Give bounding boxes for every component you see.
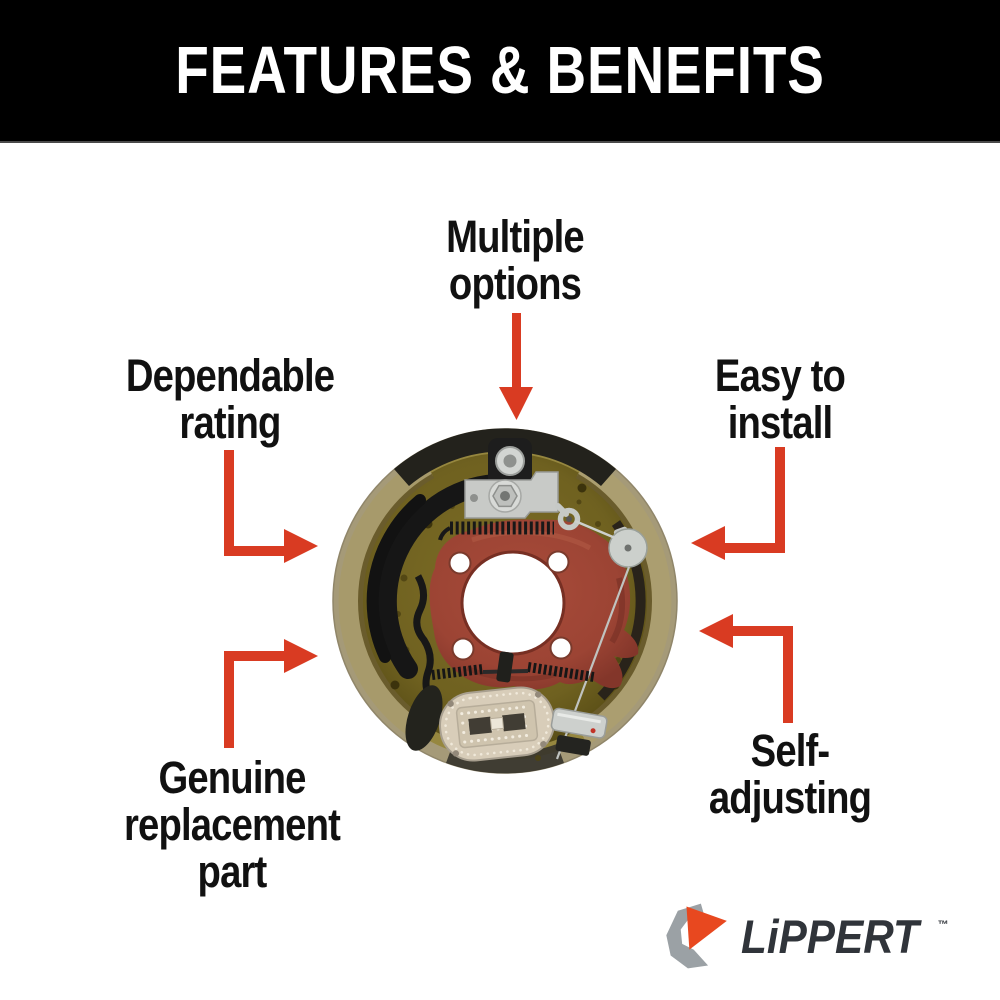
callout-line: Dependable	[125, 350, 335, 401]
arrow-elbow-easy-to-install-icon	[691, 447, 785, 560]
lippert-logo: LiPPERT ™	[662, 901, 949, 971]
callout-self-adjusting: Self- adjusting	[663, 727, 918, 821]
brake-shoe-right	[577, 457, 672, 745]
callout-line: Genuine	[158, 752, 306, 803]
callout-genuine-replacement-part: Genuine replacement part	[105, 754, 360, 895]
lippert-mark-icon	[666, 903, 727, 969]
magnet-arm	[550, 707, 608, 756]
brake-wiring	[413, 574, 437, 705]
adjuster-cable	[574, 519, 621, 542]
brake-magnet	[439, 686, 555, 762]
callout-line: adjusting	[708, 772, 872, 823]
callout-line: part	[197, 846, 268, 897]
callout-line: install	[727, 397, 833, 448]
page-title: FEATURES & BENEFITS	[175, 33, 825, 108]
brake-top-shadow	[394, 428, 616, 486]
callout-line: Self-	[750, 725, 830, 776]
callout-line: Easy to	[714, 350, 846, 401]
arrow-elbow-self-adjusting-icon	[699, 614, 793, 723]
brake-web-left	[376, 474, 505, 679]
brake-boot	[405, 685, 443, 751]
lippert-wordmark: LiPPERT	[741, 909, 919, 963]
cable-eyelet	[557, 507, 581, 531]
hub-bolt-holes	[448, 550, 573, 661]
callout-line: Multiple	[446, 211, 585, 262]
electric-drum-brake-photo	[332, 428, 678, 774]
trademark-symbol: ™	[937, 919, 949, 931]
callout-line: rating	[179, 397, 281, 448]
brake-shoe-left	[338, 457, 433, 745]
adjuster-spring-left	[431, 664, 484, 680]
callout-easy-to-install: Easy to install	[653, 352, 908, 446]
arrow-elbow-dependable-rating-icon	[224, 450, 318, 563]
adjuster-spring-right	[527, 662, 595, 682]
callout-line: replacement	[123, 799, 341, 850]
callout-line: options	[448, 258, 582, 309]
header-bar: FEATURES & BENEFITS	[0, 0, 1000, 143]
arrow-down-multiple-options-icon	[499, 313, 533, 420]
callout-multiple-options: Multiple options	[388, 213, 643, 307]
arrow-elbow-genuine-replacement-icon	[224, 639, 318, 748]
callout-dependable-rating: Dependable rating	[103, 352, 358, 446]
